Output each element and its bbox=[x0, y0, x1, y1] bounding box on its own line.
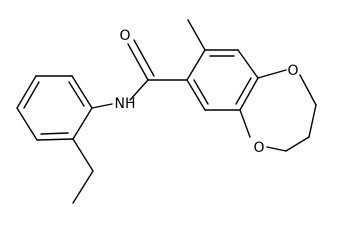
bond bbox=[36, 138, 74, 141]
bond bbox=[72, 138, 94, 172]
bond bbox=[72, 107, 93, 140]
bond bbox=[72, 170, 94, 204]
bond bbox=[285, 136, 310, 152]
aromatic-double-bond bbox=[193, 79, 209, 105]
carbonyl-double-bond bbox=[133, 39, 155, 77]
ethyl-group bbox=[72, 138, 94, 204]
bond bbox=[266, 146, 287, 152]
bond bbox=[186, 79, 206, 111]
bond bbox=[16, 107, 38, 141]
dioxepine-ring bbox=[239, 69, 317, 152]
aromatic-double-bond bbox=[68, 81, 85, 107]
bond bbox=[186, 49, 206, 81]
aromatic-double-bond bbox=[235, 77, 252, 105]
bond bbox=[257, 69, 287, 79]
atom-label-ether-oxygen-lower: O bbox=[253, 140, 264, 156]
n-aryl-bond bbox=[91, 103, 113, 109]
bond bbox=[16, 75, 37, 109]
bond bbox=[71, 75, 93, 109]
carbonyl-double-bond bbox=[127, 43, 149, 81]
atom-label-carbonyl-oxygen: O bbox=[119, 28, 130, 44]
bond bbox=[239, 77, 259, 111]
amide-n-bond bbox=[129, 79, 149, 101]
ethylphenyl-aromatic-ring bbox=[16, 75, 93, 141]
methyl-bond bbox=[187, 19, 206, 51]
bond bbox=[237, 49, 259, 79]
chemical-structure: O NH O O bbox=[16, 19, 317, 204]
amide-group bbox=[91, 39, 188, 109]
bond bbox=[299, 74, 317, 106]
atom-label-ether-oxygen-upper: O bbox=[287, 63, 298, 79]
bond bbox=[239, 109, 251, 138]
benzodioxepine-aromatic-ring bbox=[186, 49, 259, 111]
aromatic-double-bond bbox=[23, 81, 40, 109]
atom-label-amide-nitrogen: NH bbox=[115, 96, 136, 112]
aromatic-double-bond bbox=[40, 132, 69, 135]
bond bbox=[308, 104, 317, 138]
